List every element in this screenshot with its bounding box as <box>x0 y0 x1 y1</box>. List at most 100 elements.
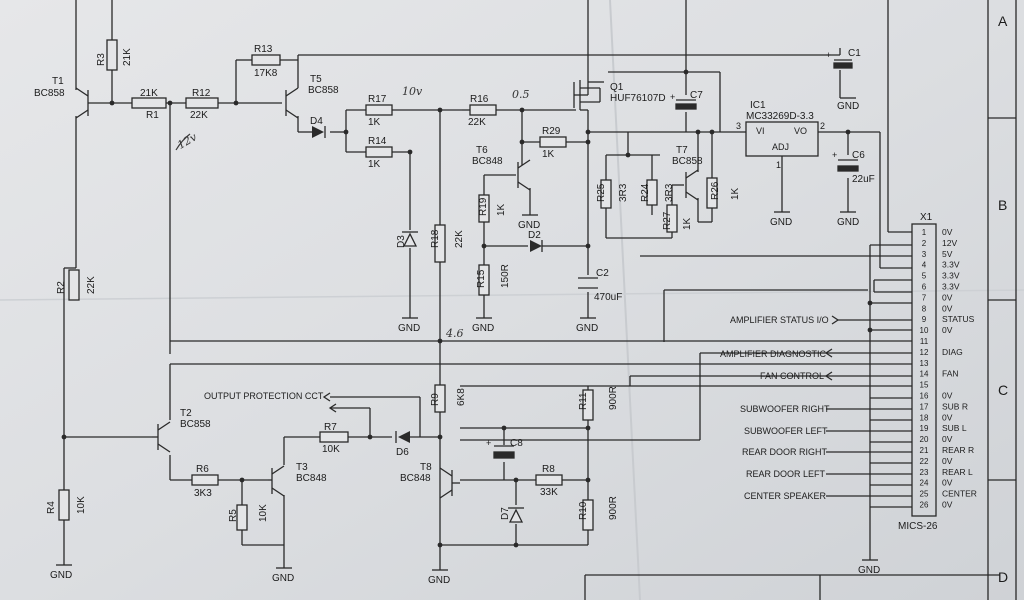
t8-ref: T8 <box>420 462 432 473</box>
t5-part: BC858 <box>308 85 339 96</box>
connector-pin-label: 5V <box>942 249 953 259</box>
diode-symbols <box>312 126 543 523</box>
gnd-label: GND <box>472 323 494 334</box>
ic1-pin-vo: VO <box>794 126 807 136</box>
polarity-mark: + <box>832 150 837 160</box>
connector-pin-number: 2 <box>922 239 927 248</box>
connector-pin-number: 13 <box>920 359 929 368</box>
connector-pin-number: 25 <box>920 490 929 499</box>
r9-ref: R9 <box>430 393 441 406</box>
signal-label-subwoofer-left: SUBWOOFER LEFT <box>744 426 828 436</box>
ground-symbols <box>56 97 878 571</box>
gnd-label: GND <box>576 323 598 334</box>
t1-ref: T1 <box>52 76 64 87</box>
r11-ref: R11 <box>578 392 589 410</box>
connector-ref: X1 <box>920 212 933 223</box>
r19-value: 1K <box>496 203 507 216</box>
connector-pin-number: 20 <box>920 435 929 444</box>
connector-pin-number: 16 <box>920 392 929 401</box>
d3-ref: D3 <box>396 235 407 248</box>
r8-ref: R8 <box>542 464 555 475</box>
connector-name: MICS-26 <box>898 521 938 532</box>
connector-pin-label: FAN <box>942 369 959 379</box>
gnd-label: GND <box>272 573 294 584</box>
r25-ref: R25 <box>596 183 607 202</box>
c6-value: 22uF <box>852 174 875 185</box>
polarity-mark: + <box>670 92 675 102</box>
r26-value: 1K <box>730 187 741 200</box>
ic1-pin-adj: ADJ <box>772 142 789 152</box>
ic1-pin-number: 1 <box>776 160 781 170</box>
ic1-pin-number: 3 <box>736 121 741 131</box>
c8-ref: C8 <box>510 438 523 449</box>
gnd-label: GND <box>398 323 420 334</box>
connector-x1-body <box>911 223 937 517</box>
q1-part: HUF76107D <box>610 93 666 104</box>
t2-ref: T2 <box>180 408 192 419</box>
ic1-pin-number: 2 <box>820 121 825 131</box>
connector-pin-label: 0V <box>942 303 953 313</box>
connector-pin-number: 1 <box>922 228 927 237</box>
r14-ref: R14 <box>368 136 387 147</box>
connector-pin-number: 26 <box>920 501 929 510</box>
pen-marks <box>175 133 191 151</box>
r29-value: 1K <box>542 149 555 160</box>
connector-pin-label: CENTER <box>942 489 977 499</box>
r5-ref: R5 <box>228 509 239 522</box>
polarity-mark: + <box>486 438 491 448</box>
gnd-label: GND <box>770 217 792 228</box>
r4-ref: R4 <box>46 501 57 514</box>
gnd-label: GND <box>428 575 450 586</box>
t5-ref: T5 <box>310 74 322 85</box>
connector-pin-number: 7 <box>922 293 927 302</box>
d4-ref: D4 <box>310 116 323 127</box>
r24-value: 3R3 <box>664 183 675 202</box>
ic1-ref: IC1 <box>750 100 766 111</box>
connector-pin-label: 3.3V <box>942 260 960 270</box>
connector-pin-label: 0V <box>942 227 953 237</box>
r4-value: 10K <box>76 496 87 514</box>
connector-pin-label: 0V <box>942 325 953 335</box>
r6-value: 3K3 <box>194 488 212 499</box>
r1-value: 21K <box>140 88 158 99</box>
r12-ref: R12 <box>192 88 211 99</box>
r13-value: 17K8 <box>254 68 278 79</box>
transistor-symbols <box>75 80 699 499</box>
connector-pin-number: 14 <box>920 370 929 379</box>
connector-pin-label: STATUS <box>942 314 975 324</box>
connector-pin-label: SUB R <box>942 401 968 411</box>
r6-ref: R6 <box>196 464 209 475</box>
polarity-mark: + <box>826 50 831 60</box>
c2-value: 470uF <box>594 292 622 303</box>
connector-pin-label: 3.3V <box>942 271 960 281</box>
signal-label-center-speaker: CENTER SPEAKER <box>744 491 827 501</box>
connector-pin-label: 0V <box>942 412 953 422</box>
r10-value: 900R <box>608 496 619 520</box>
sheet-frame <box>584 0 1017 600</box>
connector-pin-label: 0V <box>942 478 953 488</box>
c2-ref: C2 <box>596 268 609 279</box>
connector-pin-label: 0V <box>942 456 953 466</box>
r7-ref: R7 <box>324 422 337 433</box>
t7-part: BC858 <box>672 156 703 167</box>
d2-ref: D2 <box>528 230 541 241</box>
r2-value: 22K <box>86 276 97 294</box>
r27-ref: R27 <box>662 211 673 230</box>
connector-pin-number: 8 <box>922 304 927 313</box>
r18-ref: R18 <box>430 229 441 248</box>
t6-part: BC848 <box>472 156 503 167</box>
connector-pin-number: 15 <box>920 381 929 390</box>
r1-ref: R1 <box>146 110 159 121</box>
r5-value: 10K <box>258 504 269 522</box>
gnd-label: GND <box>50 570 72 581</box>
r12-value: 22K <box>190 110 208 121</box>
connector-pin-number: 5 <box>922 272 927 281</box>
connector-pin-label: 0V <box>942 434 953 444</box>
connector-pin-label: 0V <box>942 500 953 510</box>
r26-ref: R26 <box>710 181 721 200</box>
c1-ref: C1 <box>848 48 861 59</box>
connector-pin-label: REAR L <box>942 467 973 477</box>
handwritten-note: 0.5 <box>512 88 530 101</box>
